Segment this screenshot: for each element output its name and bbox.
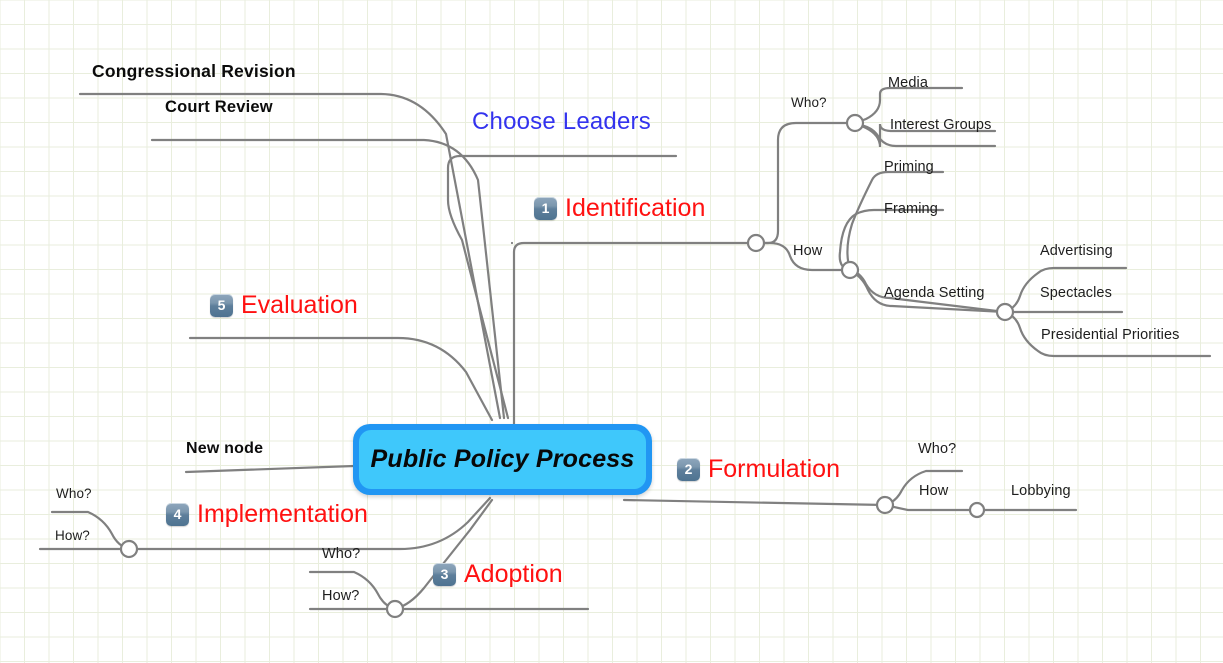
stage-adoption[interactable]: 3 Adoption: [433, 562, 563, 587]
stage-badge-3: 3: [433, 563, 456, 586]
edge-formulation-how: [883, 503, 979, 512]
root-node-inner: Public Policy Process: [359, 430, 646, 489]
edge-root-to-identification: [512, 241, 758, 426]
node-formulation-who[interactable]: Who?: [918, 441, 957, 457]
stage-implementation[interactable]: 4 Implementation: [166, 502, 368, 527]
stage-badge-5: 5: [210, 294, 233, 317]
junction-formulation-split: [875, 495, 895, 515]
node-presidential-priorities[interactable]: Presidential Priorities: [1041, 327, 1180, 343]
edge-root-to-evaluation: [188, 336, 494, 422]
node-implementation-how[interactable]: How?: [55, 528, 90, 543]
node-formulation-how[interactable]: How: [919, 483, 949, 499]
node-court-review[interactable]: Court Review: [165, 98, 273, 116]
edge-root-to-new-node: [184, 464, 356, 474]
edge-how-priming: [838, 208, 945, 272]
junction-who-media-interest: [845, 113, 865, 133]
junction-implementation-split: [119, 539, 139, 559]
edge-root-to-court-review: [150, 138, 506, 420]
stage-formulation[interactable]: 2 Formulation: [677, 457, 840, 482]
node-interest-groups[interactable]: Interest Groups: [890, 117, 992, 133]
stage-identification[interactable]: 1 Identification: [534, 196, 705, 221]
junction-identification-who-how: [746, 233, 766, 253]
stage-label-identification: Identification: [565, 194, 706, 222]
node-identification-how[interactable]: How: [793, 243, 823, 259]
junction-identification-how-split: [840, 260, 860, 280]
stage-badge-2: 2: [677, 458, 700, 481]
stage-label-implementation: Implementation: [197, 500, 368, 528]
edge-how-priming-2: [846, 170, 945, 272]
edge-root-to-formulation: [622, 498, 887, 507]
stage-label-adoption: Adoption: [464, 560, 563, 588]
edge-root-to-congressional-revision: [78, 92, 502, 420]
node-spectacles[interactable]: Spectacles: [1040, 285, 1112, 301]
junction-adoption-split: [385, 599, 405, 619]
node-adoption-who[interactable]: Who?: [322, 546, 361, 562]
stage-label-formulation: Formulation: [708, 455, 840, 483]
stage-badge-1: 1: [534, 197, 557, 220]
node-choose-leaders[interactable]: Choose Leaders: [472, 108, 651, 135]
edge-root-to-adoption: [393, 498, 494, 611]
node-implementation-who[interactable]: Who?: [56, 486, 92, 501]
junction-circles: [119, 113, 1015, 619]
node-advertising[interactable]: Advertising: [1040, 243, 1113, 259]
edge-identification-who: [754, 121, 857, 245]
junction-formulation-lobbying: [968, 501, 986, 519]
node-media[interactable]: Media: [888, 75, 928, 91]
node-new-node[interactable]: New node: [186, 440, 264, 457]
stage-badge-4: 4: [166, 503, 189, 526]
node-agenda-setting[interactable]: Agenda Setting: [884, 285, 985, 301]
node-adoption-how[interactable]: How?: [322, 588, 360, 604]
stage-evaluation[interactable]: 5 Evaluation: [210, 293, 358, 318]
root-node-label: Public Policy Process: [370, 445, 635, 473]
node-priming[interactable]: Priming: [884, 159, 934, 175]
stage-label-evaluation: Evaluation: [241, 291, 358, 319]
root-node[interactable]: Public Policy Process: [353, 424, 652, 495]
junction-agenda-setting-split: [995, 302, 1015, 322]
node-lobbying[interactable]: Lobbying: [1011, 483, 1071, 499]
node-framing[interactable]: Framing: [884, 201, 938, 217]
node-identification-who[interactable]: Who?: [791, 95, 827, 110]
node-congressional-revision[interactable]: Congressional Revision: [92, 61, 296, 81]
